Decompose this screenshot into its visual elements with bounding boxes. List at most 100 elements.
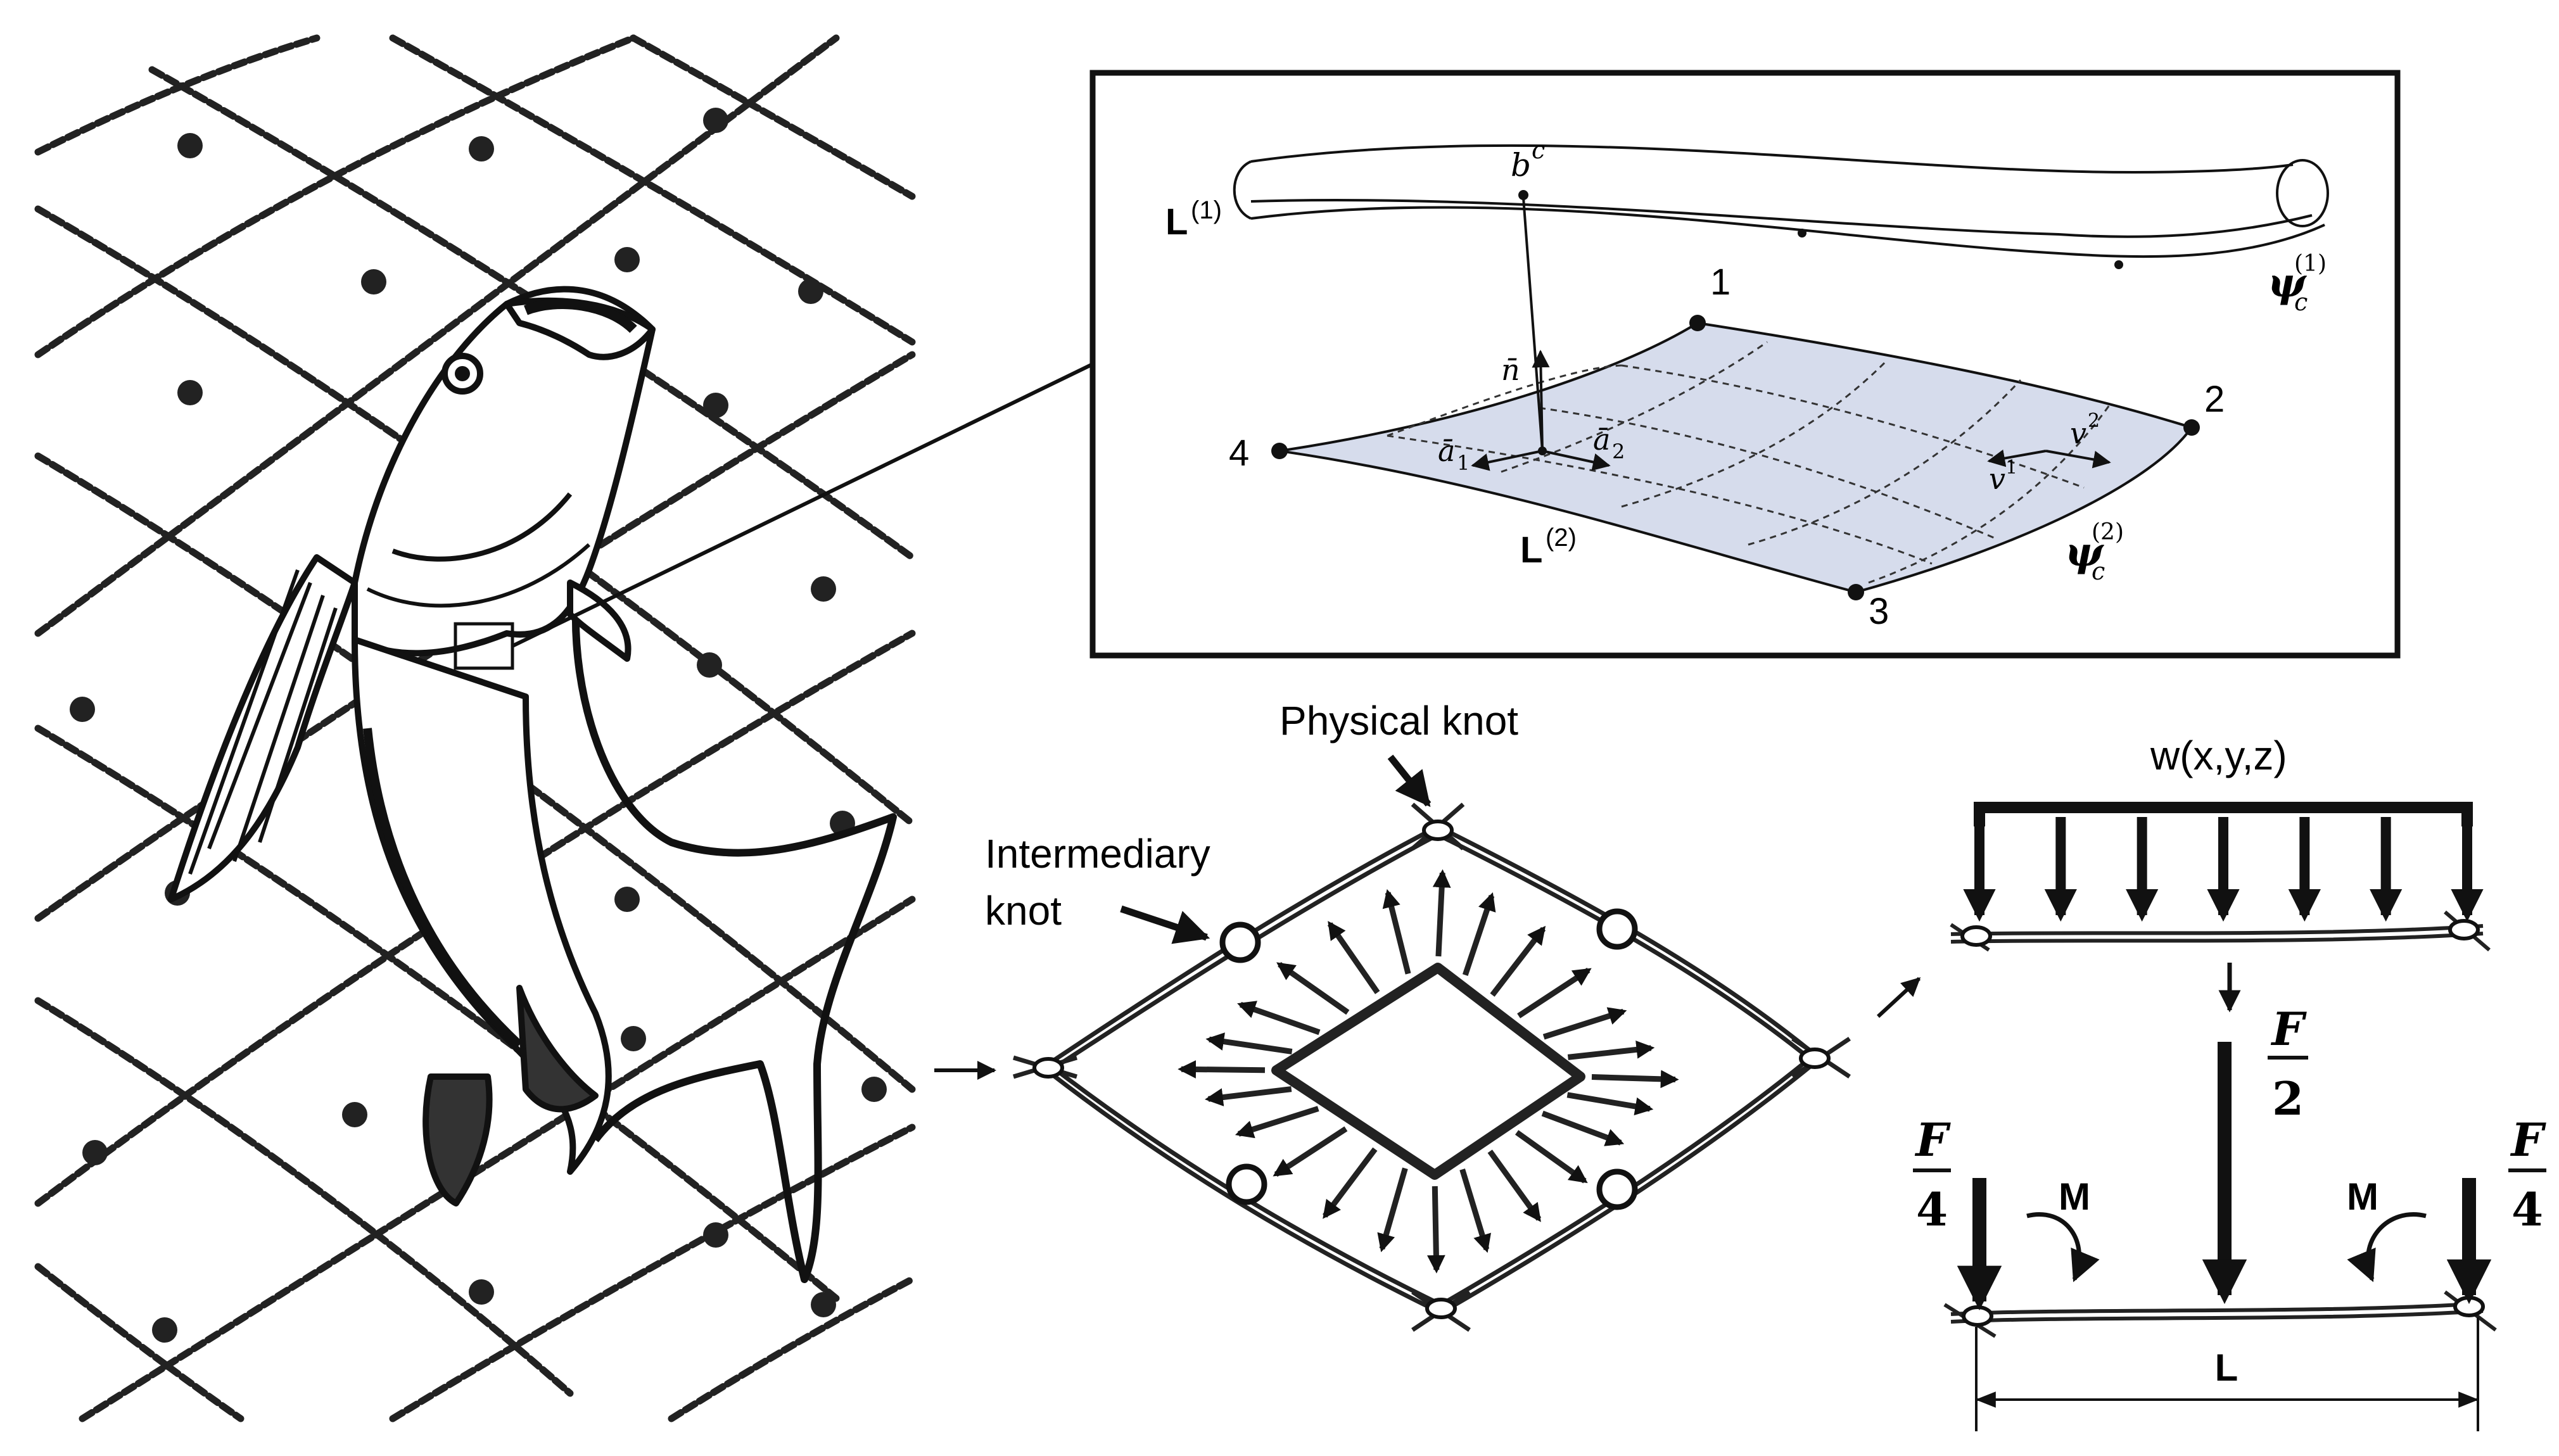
beam-label: L <box>1165 201 1188 243</box>
tangent-a1-vector <box>1471 450 1543 471</box>
beam-label-sup: (1) <box>1191 196 1222 224</box>
left-force-numerator: F <box>1914 1113 1951 1167</box>
beam-point-sup: c <box>1532 136 1545 164</box>
psi-beam-label: ψ <box>2268 259 2307 307</box>
radial-load-arrow <box>1276 962 1350 1015</box>
psi-surface-sub: c <box>2092 557 2105 585</box>
radial-load-arrow <box>1514 1130 1588 1184</box>
corner-label-3: 3 <box>1869 591 1889 632</box>
psi-surface-sup: (2) <box>2092 519 2124 545</box>
distributed-load-label: w(x,y,z) <box>2150 733 2287 778</box>
tangent-a2-sub: 2 <box>1612 440 1625 464</box>
radial-load-arrow <box>1459 1168 1491 1253</box>
right-moment-arrow <box>2347 1212 2427 1282</box>
intermediary-knot-label-line1: Intermediary <box>985 831 1210 877</box>
zoom-leader-line <box>511 362 1094 648</box>
v2-sup: 2 <box>2088 410 2100 432</box>
radial-load-arrow <box>1517 968 1592 1018</box>
upper-beam-right-knot <box>2448 919 2480 940</box>
tangent-a1-label: ā <box>1438 434 1455 468</box>
center-force-numerator: F <box>2270 1002 2307 1056</box>
left-moment-arrow <box>2026 1212 2100 1282</box>
radial-load-arrow <box>1204 1086 1292 1106</box>
radial-load-arrow <box>1273 1126 1348 1177</box>
right-force-label: F 4 <box>2508 1113 2546 1236</box>
psi-beam-sup: (1) <box>2294 251 2327 277</box>
physical-knots <box>1032 820 1831 1319</box>
radial-load-arrow <box>1235 1106 1319 1139</box>
net-strands-set-b <box>34 34 916 1422</box>
beam-input-arrow <box>1876 977 1921 1018</box>
tangent-a1-sub: 1 <box>1457 451 1470 475</box>
radial-load-arrow <box>1566 1092 1654 1116</box>
radial-load-arrow <box>1567 1041 1655 1060</box>
radial-load-arrows <box>1178 869 1679 1274</box>
corner-label-4: 4 <box>1229 433 1249 474</box>
left-force-label: F 4 <box>1913 1113 1951 1236</box>
tangent-a2-label: ā <box>1593 422 1610 457</box>
v2-label: v <box>2070 416 2086 450</box>
fish-caudal-fin <box>422 1073 493 1206</box>
v1-label: v <box>1989 462 2005 496</box>
beam-model-panel: w(x,y,z) F 2 <box>1876 733 2546 1431</box>
upper-beam <box>1950 910 2491 952</box>
left-moment-label: M <box>2059 1175 2090 1218</box>
radial-load-arrow <box>1462 892 1496 977</box>
lower-beam <box>1943 1290 2497 1338</box>
center-force-label: F 2 <box>2268 1002 2308 1125</box>
beam-tube <box>1233 144 2329 258</box>
right-moment-label: M <box>2347 1175 2378 1218</box>
left-force-denominator: 4 <box>1916 1182 1948 1236</box>
net-knots <box>70 108 887 1343</box>
intermediary-knots <box>1219 908 1638 1210</box>
normal-to-beam-line <box>1522 197 1544 452</box>
normal-label: n̄ <box>1501 353 1520 387</box>
psi-beam-sub: c <box>2294 288 2308 316</box>
radial-load-arrow <box>1426 1186 1445 1274</box>
fish-dorsal-outline <box>571 595 897 1283</box>
lower-beam-right-knot <box>2453 1296 2485 1317</box>
intermediary-knot-arrow <box>1120 905 1210 944</box>
inner-pressure-diamond <box>1271 963 1585 1180</box>
radial-load-arrow <box>1323 1147 1378 1219</box>
radial-load-arrow <box>1237 1001 1321 1035</box>
radial-load-arrow <box>1490 925 1546 997</box>
radial-load-arrow <box>1541 1110 1625 1146</box>
radial-load-arrow <box>1205 1032 1293 1054</box>
corner-label-1: 1 <box>1710 262 1730 303</box>
radial-load-arrow <box>1178 1060 1266 1079</box>
v1-sup: 1 <box>2005 457 2017 479</box>
radial-load-arrow <box>1591 1070 1679 1089</box>
fish-illustration <box>168 286 897 1283</box>
lower-beam-left-knot <box>1962 1305 1993 1327</box>
beam-contact-point <box>1518 190 1528 200</box>
contact-panel: L (1) L (2) b c n̄ ā 1 ā 2 v 1 v 2 ψ c (… <box>1089 70 2401 659</box>
psi-surface-label: ψ <box>2065 528 2104 576</box>
right-force-denominator: 4 <box>2511 1182 2543 1236</box>
tangent-a2-vector <box>1542 450 1611 471</box>
radial-load-arrow <box>1432 869 1451 957</box>
intermediary-knot-label-line2: knot <box>985 888 1062 934</box>
v2-vector <box>2045 450 2111 469</box>
center-force-denominator: 2 <box>2272 1072 2304 1125</box>
right-force-numerator: F <box>2510 1113 2546 1167</box>
upper-beam-left-knot <box>1960 925 1992 947</box>
surface-corners <box>1271 315 2200 600</box>
radial-load-arrow <box>1382 889 1411 975</box>
beam-point-label: b <box>1511 147 1531 184</box>
length-label: L <box>2215 1346 2238 1389</box>
physical-knot-arrow <box>1387 754 1432 807</box>
normal-vector <box>1532 350 1550 452</box>
corner-label-2: 2 <box>2204 379 2225 420</box>
v1-vector <box>1987 449 2047 467</box>
radial-load-arrow <box>1487 1149 1542 1222</box>
mesh-cell-panel: Physical knot Intermediary knot <box>934 698 1851 1332</box>
surface-label-sup: (2) <box>1546 524 1577 552</box>
radial-load-arrow <box>1542 1007 1627 1040</box>
radial-load-arrow <box>1377 1167 1408 1253</box>
surface-grid <box>1387 341 2111 584</box>
distributed-load-arrows <box>1963 817 2484 922</box>
physical-knot-label: Physical knot <box>1280 698 1518 744</box>
